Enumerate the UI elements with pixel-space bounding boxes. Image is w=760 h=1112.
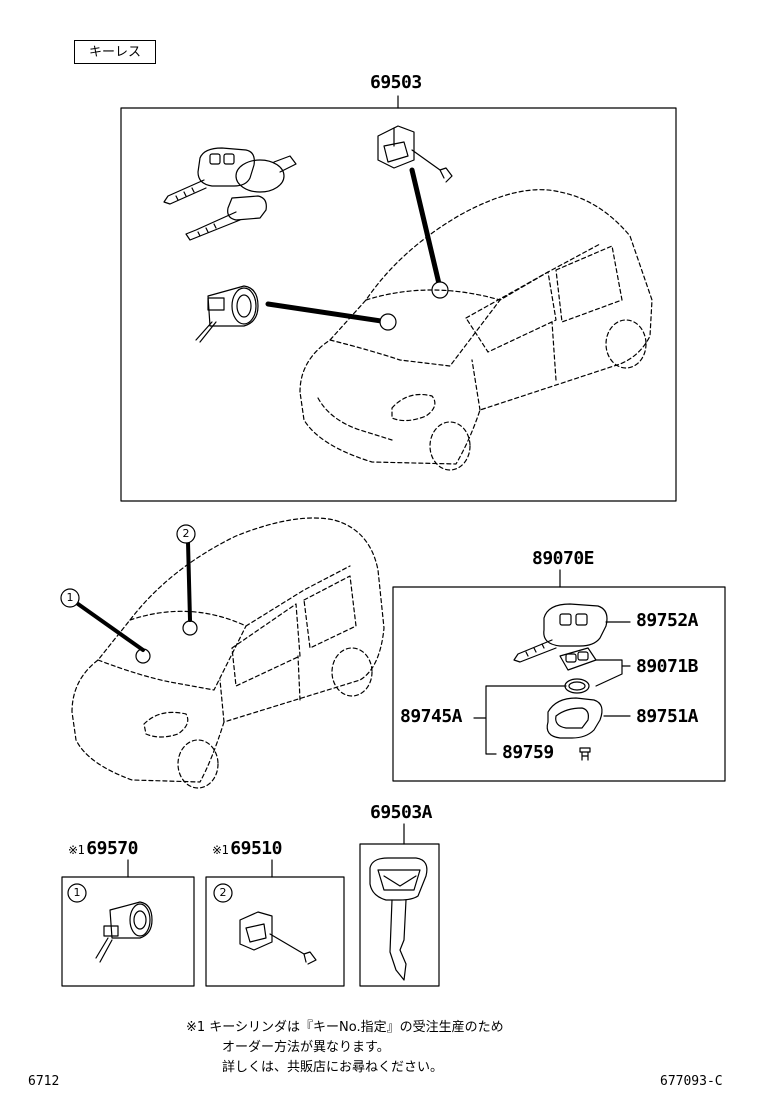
screw-icon: [579, 747, 591, 761]
part-number-cover[interactable]: 89751A: [636, 706, 699, 727]
callout-1-label: 1: [66, 591, 74, 604]
page-code-left: 6712: [28, 1074, 60, 1089]
cyl-rear-frame: [205, 876, 345, 987]
ignition-cylinder-icon: [377, 125, 453, 183]
part-number-remote-assy[interactable]: 89070E: [532, 548, 595, 569]
door-cylinder-small-icon: [95, 901, 153, 963]
footnote-line-2: オーダー方法が異なります。: [222, 1040, 390, 1055]
remote-frame: [392, 586, 726, 782]
car-bottom-illustration: [71, 517, 385, 789]
callout-2-circle: [176, 524, 196, 544]
door-cylinder-icon: [195, 285, 259, 343]
callout-1-circle: [60, 588, 80, 608]
note-marker: ※1: [212, 843, 229, 857]
part-number-screw[interactable]: 89759: [502, 742, 554, 763]
part-number-set-main[interactable]: 69503: [370, 72, 422, 93]
footnote-line-3: 詳しくは、共販店にお尋ねください。: [222, 1060, 444, 1075]
cover-icon: [546, 697, 603, 739]
key-only-frame: [359, 843, 440, 987]
callout-2-box-label: 2: [219, 886, 227, 899]
leader-callout-1: [76, 602, 145, 652]
footnote-line-1: ※1 キーシリンダは『キーNo.指定』の受注生産のため: [186, 1020, 504, 1035]
part-number-cyl-front-text: 69570: [86, 838, 138, 859]
part-number-key-only[interactable]: 69503A: [370, 802, 433, 823]
leader-door: [265, 301, 391, 325]
part-number-case[interactable]: 89745A: [400, 706, 463, 727]
page-code-right: 677093-C: [660, 1074, 723, 1089]
note-marker: ※1: [68, 843, 85, 857]
part-number-cyl-rear-text: 69510: [230, 838, 282, 859]
set-frame: [120, 107, 677, 502]
callout-2-label: 2: [182, 527, 190, 540]
part-number-key-plate[interactable]: 89752A: [636, 610, 699, 631]
remote-head-icon: [513, 603, 608, 663]
key-icon: [185, 195, 267, 241]
leader-ignition: [409, 167, 443, 291]
ignition-cylinder-small-icon: [239, 911, 317, 965]
leader-callout-2: [186, 540, 192, 622]
section-tag: キーレス: [74, 40, 156, 64]
remote-pad-icon: [559, 647, 597, 671]
remote-key-icon: [163, 147, 297, 205]
car-top-illustration: [299, 189, 653, 471]
callout-1-box-label: 1: [73, 886, 81, 899]
key-blank-icon: [369, 857, 428, 981]
part-number-battery-set[interactable]: 89071B: [636, 656, 699, 677]
